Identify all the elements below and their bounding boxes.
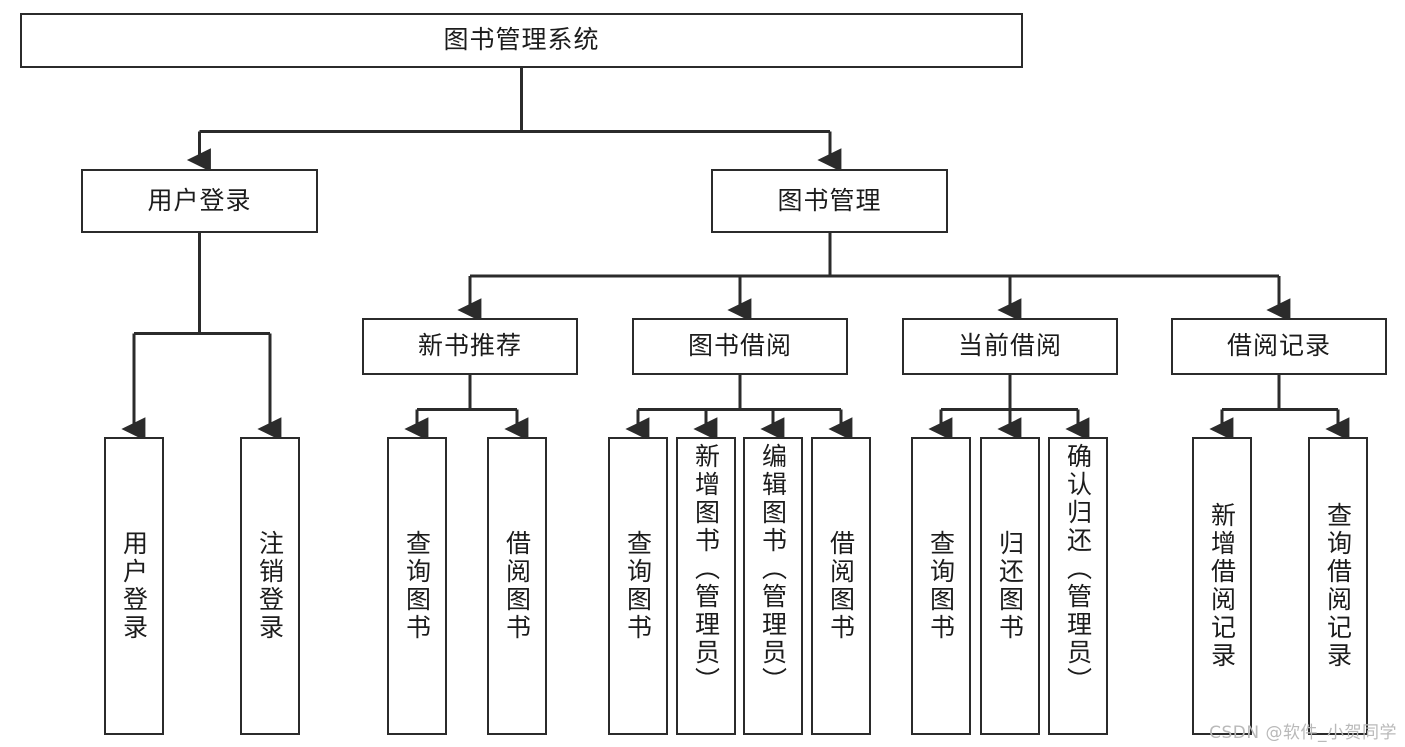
leaf-user-login-logout[interactable]: 注销登录 — [240, 437, 300, 735]
node-label: 注销登录 — [255, 530, 285, 642]
leaf-borrow-query-book[interactable]: 查询图书 — [608, 437, 668, 735]
leaf-borrow-add-book[interactable]: 新增图书（管理员） — [676, 437, 736, 735]
node-user-login[interactable]: 用户登录 — [81, 169, 318, 233]
node-label: 编辑图书（管理员） — [758, 443, 788, 695]
node-label: 用户登录 — [147, 185, 252, 215]
leaf-borrow-edit-book[interactable]: 编辑图书（管理员） — [743, 437, 803, 735]
node-label: 借阅图书 — [502, 530, 532, 642]
leaf-user-login-login[interactable]: 用户登录 — [104, 437, 164, 735]
node-label: 新书推荐 — [417, 331, 522, 361]
leaf-new-book-borrow[interactable]: 借阅图书 — [487, 437, 547, 735]
node-label: 新增借阅记录 — [1207, 502, 1237, 670]
leaf-current-return-book[interactable]: 归还图书 — [980, 437, 1040, 735]
node-label: 查询图书 — [926, 530, 956, 642]
node-label: 图书管理 — [777, 185, 882, 215]
node-book-management[interactable]: 图书管理 — [711, 169, 948, 233]
leaf-new-book-query[interactable]: 查询图书 — [387, 437, 447, 735]
csdn-watermark: CSDN @软件_小贺同学 — [1209, 723, 1397, 743]
leaf-record-add[interactable]: 新增借阅记录 — [1192, 437, 1252, 735]
leaf-record-query[interactable]: 查询借阅记录 — [1308, 437, 1368, 735]
node-label: 查询借阅记录 — [1323, 502, 1353, 670]
node-label: 新增图书（管理员） — [691, 443, 721, 695]
leaf-current-confirm-return[interactable]: 确认归还（管理员） — [1048, 437, 1108, 735]
node-new-book-recommend[interactable]: 新书推荐 — [362, 318, 578, 375]
node-book-borrow[interactable]: 图书借阅 — [632, 318, 848, 375]
leaf-current-query-book[interactable]: 查询图书 — [911, 437, 971, 735]
node-label: 查询图书 — [623, 530, 653, 642]
node-label: 图书管理系统 — [443, 25, 600, 55]
node-borrow-record[interactable]: 借阅记录 — [1171, 318, 1387, 375]
node-label: 归还图书 — [995, 530, 1025, 642]
node-current-borrow[interactable]: 当前借阅 — [902, 318, 1118, 375]
node-label: 确认归还（管理员） — [1063, 443, 1093, 695]
node-label: 当前借阅 — [957, 331, 1062, 361]
node-label: 借阅记录 — [1226, 331, 1331, 361]
node-root-system[interactable]: 图书管理系统 — [20, 13, 1023, 68]
node-label: 用户登录 — [119, 530, 149, 642]
node-label: 借阅图书 — [826, 530, 856, 642]
node-label: 图书借阅 — [687, 331, 792, 361]
node-label: 查询图书 — [402, 530, 432, 642]
leaf-borrow-borrow-book[interactable]: 借阅图书 — [811, 437, 871, 735]
